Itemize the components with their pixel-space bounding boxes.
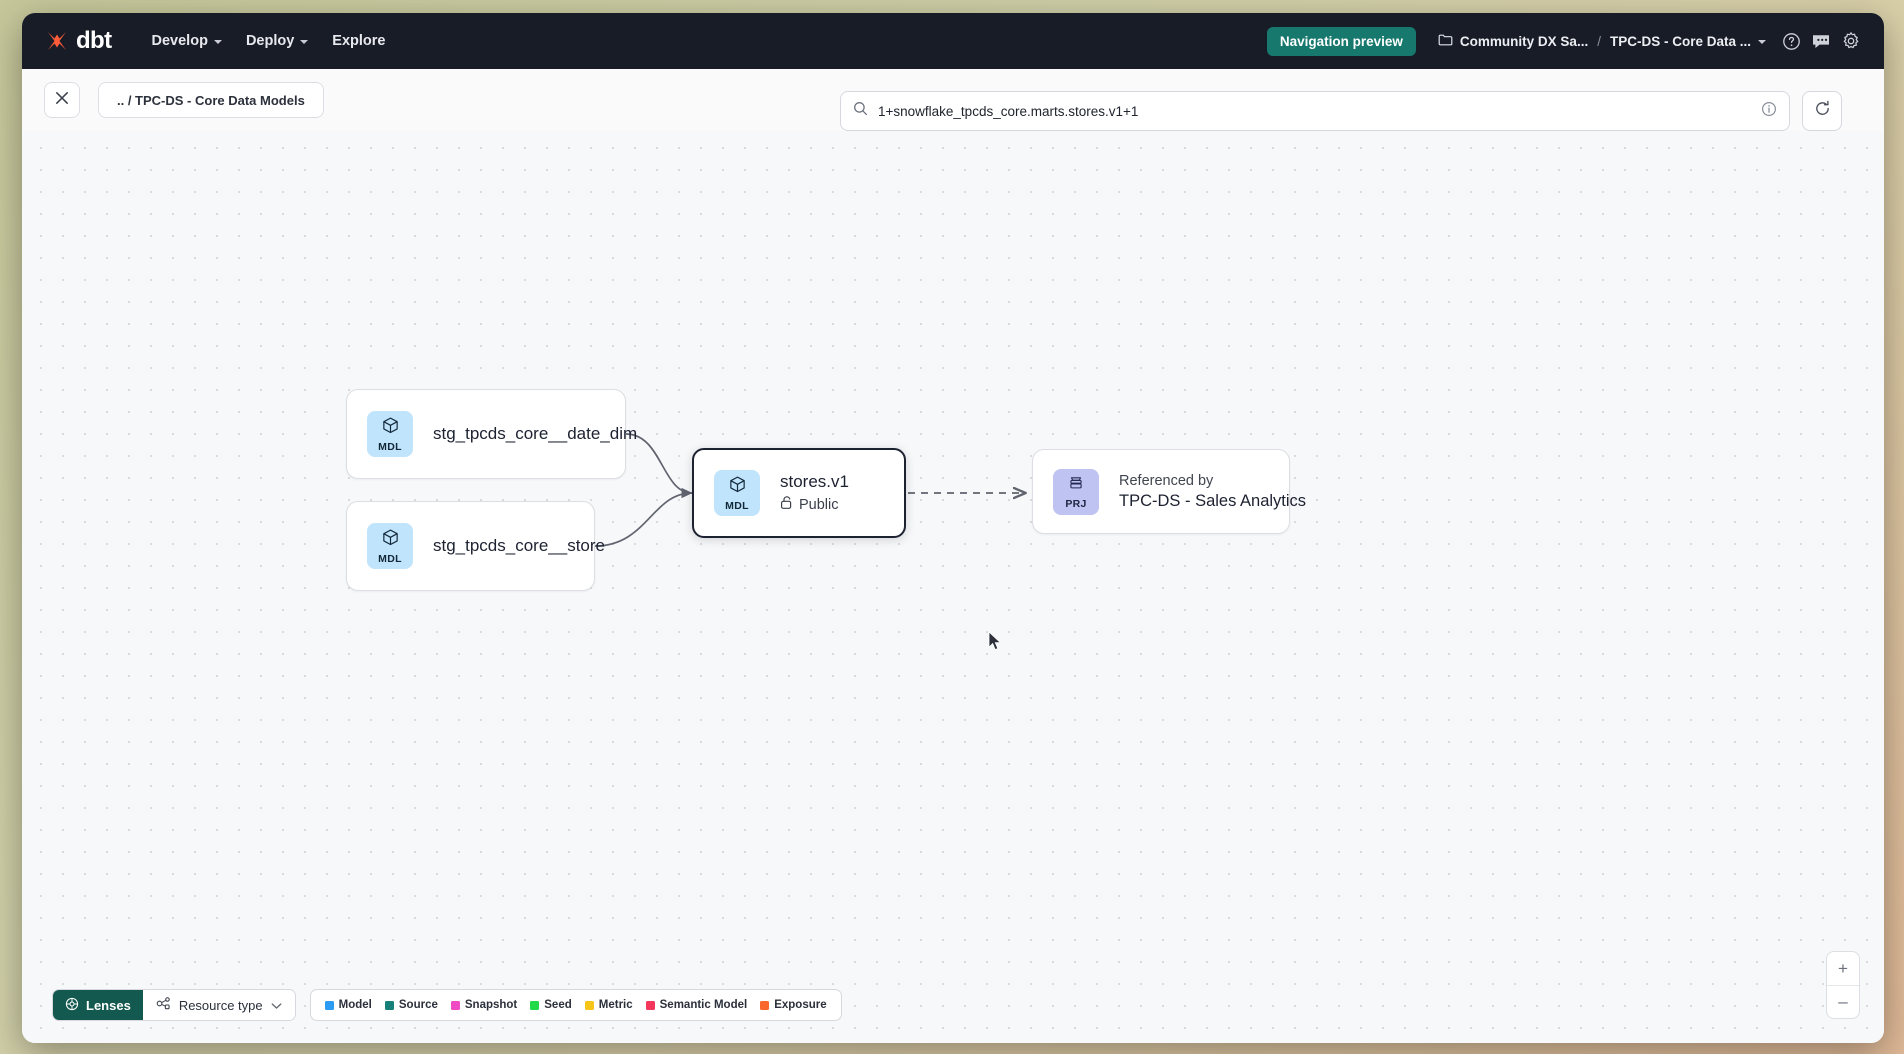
badge-label: MDL	[378, 440, 402, 453]
legend-item-metric: Metric	[584, 999, 633, 1011]
dbt-logo[interactable]: dbt	[34, 27, 112, 55]
close-lineage-button[interactable]	[44, 82, 80, 118]
bottom-toolbar: Lenses Resource type	[52, 989, 842, 1021]
nav-item-deploy[interactable]: Deploy	[234, 27, 320, 55]
search-box[interactable]: 1+snowflake_tpcds_core.marts.stores.v1+1	[840, 91, 1790, 131]
zoom-controls: + –	[1826, 951, 1860, 1019]
nav-item-explore[interactable]: Explore	[320, 27, 397, 55]
cube-icon	[381, 416, 400, 440]
nodes-icon	[156, 996, 171, 1014]
zoom-out-button[interactable]: –	[1827, 985, 1859, 1018]
legend-label: Snapshot	[464, 999, 518, 1011]
node-text: stores.v1 Public	[780, 472, 849, 514]
node-title: stg_tpcds_core__store	[433, 536, 605, 555]
chat-bubble-icon[interactable]	[1808, 28, 1834, 54]
chevron-down-icon	[271, 998, 282, 1013]
lenses-group: Lenses Resource type	[52, 989, 296, 1021]
project-breadcrumb-pill[interactable]: .. / TPC-DS - Core Data Models	[98, 82, 324, 118]
chevron-down-icon	[300, 40, 309, 44]
info-circle-icon[interactable]	[1761, 101, 1777, 122]
cube-icon	[381, 528, 400, 552]
breadcrumb-separator: /	[1597, 33, 1601, 49]
model-badge: MDL	[714, 470, 760, 516]
resource-type-label: Resource type	[178, 997, 263, 1013]
zoom-in-button[interactable]: +	[1838, 958, 1848, 978]
brand-name: dbt	[76, 27, 112, 54]
legend-label: Model	[338, 999, 372, 1011]
nav-item-develop-label: Develop	[151, 33, 208, 49]
legend-item-snapshot: Snapshot	[450, 999, 518, 1011]
node-access-row: Public	[780, 495, 849, 514]
node-access-label: Public	[799, 496, 839, 513]
legend-item-model: Model	[324, 999, 372, 1011]
breadcrumb-project[interactable]: TPC-DS - Core Data ...	[1609, 33, 1751, 49]
legend-swatch	[530, 1000, 540, 1010]
project-badge: PRJ	[1053, 468, 1099, 515]
help-circle-icon[interactable]	[1778, 28, 1804, 54]
resource-type-dropdown[interactable]: Resource type	[142, 990, 295, 1020]
search-input[interactable]: 1+snowflake_tpcds_core.marts.stores.v1+1	[878, 103, 1139, 119]
app-window: dbt Develop Deploy Explore Navigation pr…	[22, 13, 1884, 1043]
legend-label: Seed	[544, 999, 572, 1011]
lineage-search-area: 1+snowflake_tpcds_core.marts.stores.v1+1	[840, 91, 1842, 131]
unlock-icon	[780, 495, 793, 514]
lineage-edges	[594, 433, 1884, 547]
dbt-logo-icon	[44, 28, 70, 54]
node-title: TPC-DS - Sales Analytics	[1119, 491, 1307, 510]
legend-swatch	[645, 1000, 655, 1010]
lineage-canvas[interactable]: MDL stg_tpcds_core__date_dim	[22, 131, 1884, 1043]
layers-icon	[1067, 474, 1085, 497]
lineage-node-project[interactable]: PRJ Referenced by TPC-DS - Sales Analyti…	[1032, 449, 1306, 534]
nav-item-explore-label: Explore	[332, 33, 386, 49]
chevron-down-icon[interactable]	[1758, 40, 1766, 44]
node-title: stores.v1	[780, 472, 849, 491]
lenses-button[interactable]: Lenses	[53, 990, 143, 1020]
legend-swatch	[584, 1000, 594, 1010]
legend-label: Source	[398, 999, 438, 1011]
top-navigation-bar: dbt Develop Deploy Explore Navigation pr…	[22, 13, 1884, 69]
legend-label: Semantic Model	[659, 999, 748, 1011]
gear-icon[interactable]	[1838, 28, 1864, 54]
search-icon	[853, 101, 868, 121]
lenses-label: Lenses	[86, 997, 131, 1013]
legend-label: Exposure	[774, 999, 827, 1011]
nav-item-develop[interactable]: Develop	[140, 27, 234, 55]
node-text: stg_tpcds_core__date_dim	[433, 424, 637, 444]
refresh-icon	[1814, 100, 1831, 122]
model-badge: MDL	[367, 523, 413, 569]
model-badge: MDL	[367, 411, 413, 457]
lens-icon	[65, 997, 79, 1014]
badge-label: PRJ	[1065, 497, 1087, 510]
node-kicker: Referenced by	[1119, 472, 1214, 489]
legend-label: Metric	[598, 999, 633, 1011]
folder-icon	[1438, 33, 1453, 50]
legend-item-source: Source	[384, 999, 438, 1011]
resource-type-legend: Model Source Snapshot Seed	[309, 989, 842, 1021]
node-text: Referenced by TPC-DS - Sales Analytics	[1119, 473, 1306, 511]
lineage-node-model[interactable]: MDL stg_tpcds_core__store	[346, 501, 605, 591]
legend-swatch	[324, 1000, 334, 1010]
close-icon	[55, 91, 69, 110]
cube-icon	[728, 475, 747, 499]
legend-swatch	[760, 1000, 770, 1010]
legend-swatch	[384, 1000, 394, 1010]
refresh-button[interactable]	[1802, 91, 1842, 131]
legend-item-exposure: Exposure	[760, 999, 827, 1011]
legend-item-semantic-model: Semantic Model	[645, 999, 748, 1011]
chevron-down-icon	[213, 40, 222, 44]
legend-item-seed: Seed	[530, 999, 572, 1011]
legend-swatch	[450, 1000, 460, 1010]
lineage-node-model[interactable]: MDL stg_tpcds_core__date_dim	[346, 389, 637, 479]
node-text: stg_tpcds_core__store	[433, 536, 605, 556]
badge-label: MDL	[725, 499, 749, 512]
navigation-preview-button[interactable]: Navigation preview	[1266, 26, 1416, 56]
lineage-node-selected-model[interactable]: MDL stores.v1 Public	[692, 448, 906, 538]
breadcrumb: Community DX Sa... / TPC-DS - Core Data …	[1438, 33, 1766, 50]
breadcrumb-account[interactable]: Community DX Sa...	[1459, 33, 1589, 49]
nav-item-deploy-label: Deploy	[245, 33, 295, 49]
badge-label: MDL	[378, 552, 402, 565]
node-title: stg_tpcds_core__date_dim	[433, 424, 638, 443]
